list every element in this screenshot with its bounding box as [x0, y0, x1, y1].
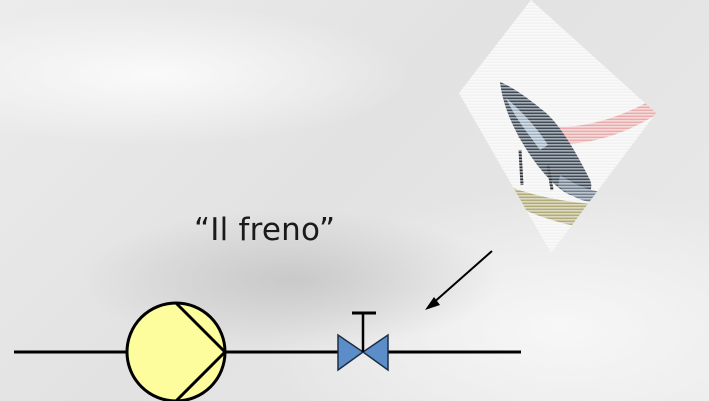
- pointer-arrow: [425, 250, 493, 310]
- shoe-sketch-image: [459, 0, 656, 253]
- valve-symbol: [337, 311, 389, 372]
- pump-symbol: [125, 301, 227, 401]
- diagram-label: “Il freno”: [194, 212, 336, 248]
